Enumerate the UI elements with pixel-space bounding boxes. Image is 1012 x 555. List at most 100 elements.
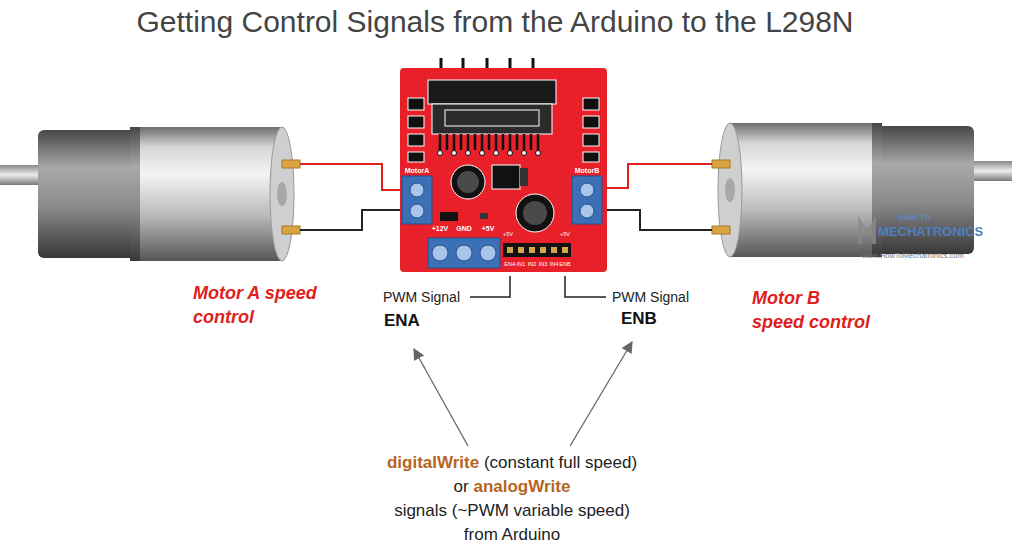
motor-left	[38, 130, 138, 258]
power-label: +5V	[482, 225, 495, 232]
note-text: (constant full speed)	[484, 453, 637, 472]
terminal-label: MotorA	[405, 167, 430, 174]
capacitor	[451, 165, 485, 199]
solder-pads	[522, 151, 527, 156]
motor-left	[277, 182, 287, 206]
motor-left	[282, 226, 300, 234]
note-text: from Arduino	[464, 525, 560, 544]
capacitor	[516, 194, 554, 232]
motor-right	[970, 161, 1012, 181]
motor-wires	[602, 164, 712, 188]
motor-caption: Motor B speed control	[752, 286, 876, 334]
ic-bottom-pins	[453, 134, 456, 150]
motor-right	[712, 160, 730, 168]
watermark: MECHATRONICS	[878, 224, 983, 241]
driver-board-picture	[428, 80, 556, 104]
leader-line	[470, 276, 606, 297]
pin-name: ENB	[621, 308, 657, 330]
pin-header	[518, 247, 524, 253]
terminal-block	[580, 183, 594, 197]
diodes	[408, 98, 424, 110]
motor-right	[712, 226, 730, 234]
motor-wires	[300, 210, 404, 230]
diodes	[408, 134, 424, 146]
pin-header	[529, 247, 535, 253]
ic-bottom-pins	[460, 134, 463, 150]
solder-pads	[452, 151, 457, 156]
ic-bottom-pins	[537, 134, 540, 150]
diodes	[583, 98, 599, 110]
terminal-block	[572, 176, 602, 224]
terminal-label: MotorB	[575, 167, 600, 174]
solder-pads	[438, 151, 541, 156]
solder-pads	[466, 151, 471, 156]
note-text: signals (~PWM variable speed)	[394, 501, 630, 520]
pin-label: +5V	[503, 232, 513, 238]
leader-line	[470, 276, 510, 297]
ic-bottom-pins	[495, 134, 498, 150]
driver-board-picture	[445, 110, 539, 126]
pin-label: IN2	[528, 262, 537, 268]
pin-header	[503, 243, 571, 257]
note-line: digitalWrite (constant full speed)	[262, 451, 762, 475]
function-name: digitalWrite	[387, 453, 479, 472]
regulator	[520, 168, 528, 186]
terminal-block	[480, 245, 496, 261]
diodes	[583, 134, 599, 146]
driver-board-picture	[400, 68, 607, 272]
pin-name: ENA	[384, 310, 420, 332]
terminal-block	[428, 238, 500, 268]
motor-right	[712, 123, 1012, 257]
motor-left	[0, 127, 300, 261]
ic-bottom-pins	[516, 134, 519, 150]
ic-bottom-pins	[440, 134, 538, 150]
motor-left	[0, 165, 42, 185]
note-line: from Arduino	[262, 523, 762, 547]
diodes	[583, 152, 599, 162]
motor-right	[725, 178, 735, 202]
driver-board-picture	[400, 58, 607, 272]
terminal-block	[402, 176, 432, 224]
solder-pads	[480, 151, 485, 156]
ic-bottom-pins	[509, 134, 512, 150]
capacitor	[451, 165, 554, 232]
pin-header	[551, 247, 557, 253]
solder-pads	[536, 151, 541, 156]
terminal-block	[410, 204, 424, 218]
watermark-logo	[858, 216, 876, 244]
terminal-block	[580, 204, 594, 218]
diodes	[408, 152, 424, 162]
signal-label: PWM Signal	[383, 288, 460, 306]
led	[480, 213, 488, 219]
motor-left	[140, 127, 282, 261]
pin-header	[540, 247, 546, 253]
signal-label: PWM Signal	[612, 288, 689, 306]
capacitor	[523, 201, 547, 225]
ic-bottom-pins	[481, 134, 484, 150]
terminal-block	[456, 245, 472, 261]
pointer-arrow	[414, 342, 632, 446]
driver-board: MotorAMotorB+12VGND+5V+5VENAIN1IN2IN3IN4…	[400, 68, 607, 272]
jumper	[440, 212, 458, 221]
watermark-logo	[858, 216, 876, 244]
ic-bottom-pins	[502, 134, 505, 150]
pin-label: IN4	[550, 262, 559, 268]
pin-label: +5V	[560, 232, 570, 238]
pin-label: ENB	[559, 262, 570, 268]
terminal-block	[410, 183, 424, 197]
terminal-block	[402, 176, 602, 268]
ic-bottom-pins	[488, 134, 491, 150]
function-name: analogWrite	[473, 477, 570, 496]
motor-left	[282, 160, 300, 168]
diodes	[408, 116, 424, 128]
ic-bottom-pins	[474, 134, 477, 150]
motor-caption: Motor A speed control	[193, 281, 317, 329]
ic-bottom-pins	[530, 134, 533, 150]
ic-bottom-pins	[439, 134, 442, 150]
motor-wires	[602, 210, 712, 230]
solder-pads	[508, 151, 513, 156]
note-line: signals (~PWM variable speed)	[262, 499, 762, 523]
terminal-block	[432, 245, 448, 261]
note-line: oranalogWrite	[262, 475, 762, 499]
